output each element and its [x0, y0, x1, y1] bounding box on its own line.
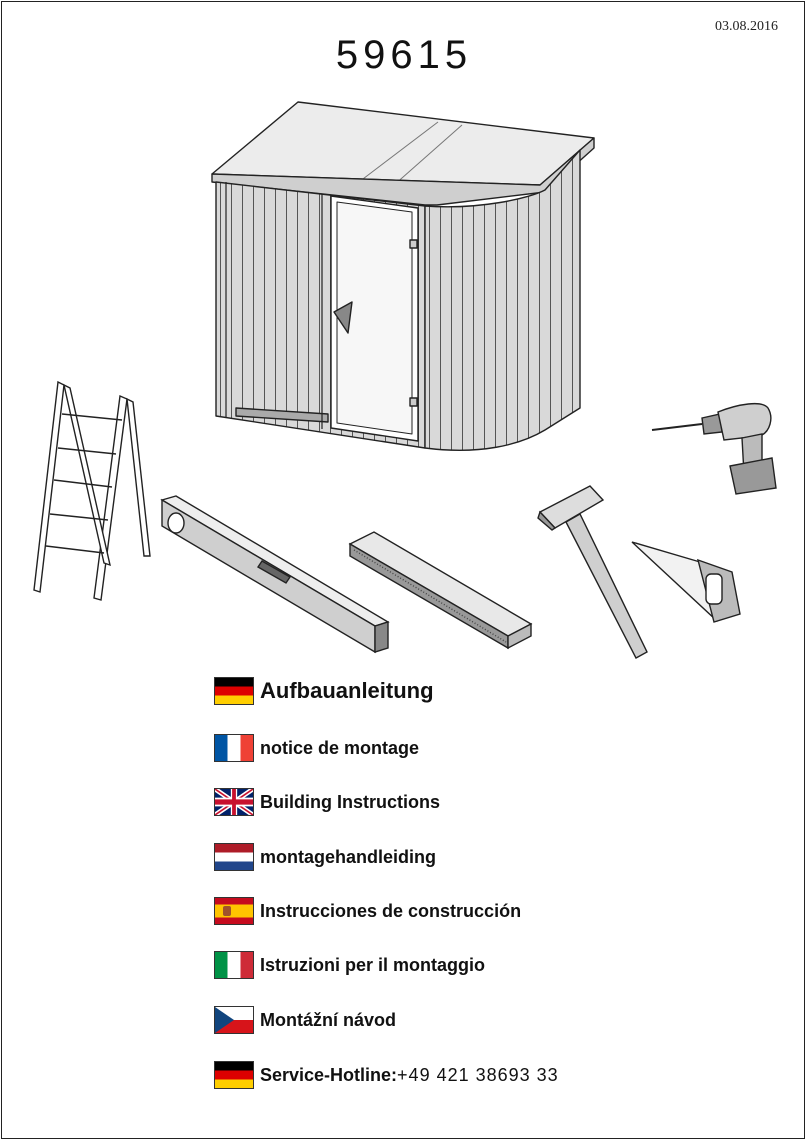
hotline-number[interactable]: +49 421 38693 33	[397, 1064, 559, 1085]
illustration	[33, 101, 777, 659]
hotline-label: Service-Hotline:	[260, 1064, 398, 1085]
nl-flag-icon	[214, 843, 254, 871]
language-label: Instrucciones de construcción	[260, 900, 522, 921]
hammer-icon	[537, 485, 648, 659]
language-row-it: Istruzioni per il montaggio	[214, 950, 485, 980]
language-row-cz: Montážní návod	[214, 1005, 396, 1035]
language-label: Montážní návod	[260, 1009, 396, 1030]
language-label: Aufbauanleitung	[260, 678, 434, 703]
saw-icon	[631, 541, 741, 623]
coat-of-arms-icon	[223, 906, 231, 916]
gb-flag-icon	[214, 788, 254, 816]
language-label: notice de montage	[260, 737, 420, 758]
language-label: montagehandleiding	[260, 846, 437, 867]
service-hotline: Service-Hotline: +49 421 38693 33	[214, 1060, 559, 1090]
language-row-nl: montagehandleiding	[214, 842, 436, 872]
model-number: 59615	[335, 33, 473, 77]
es-flag-icon	[214, 897, 254, 925]
document-date: 03.08.2016	[715, 19, 778, 34]
language-row-gb: Building Instructions	[214, 787, 440, 817]
cz-flag-icon	[214, 1006, 254, 1034]
language-label: Building Instructions	[260, 791, 440, 812]
language-row-fr: notice de montage	[214, 733, 419, 763]
drill-icon	[651, 402, 777, 495]
shed-illustration	[211, 101, 595, 451]
ladder-icon	[33, 380, 151, 601]
language-label: Istruzioni per il montaggio	[260, 954, 485, 975]
spirit-level-icon	[160, 495, 390, 654]
de-flag-icon	[214, 677, 254, 705]
language-row-es: Instrucciones de construcción	[214, 896, 521, 926]
it-flag-icon	[214, 951, 254, 979]
language-row-de: Aufbauanleitung	[214, 676, 434, 706]
folding-rule-icon	[348, 531, 533, 650]
de-flag-icon	[214, 1061, 254, 1089]
fr-flag-icon	[214, 734, 254, 762]
